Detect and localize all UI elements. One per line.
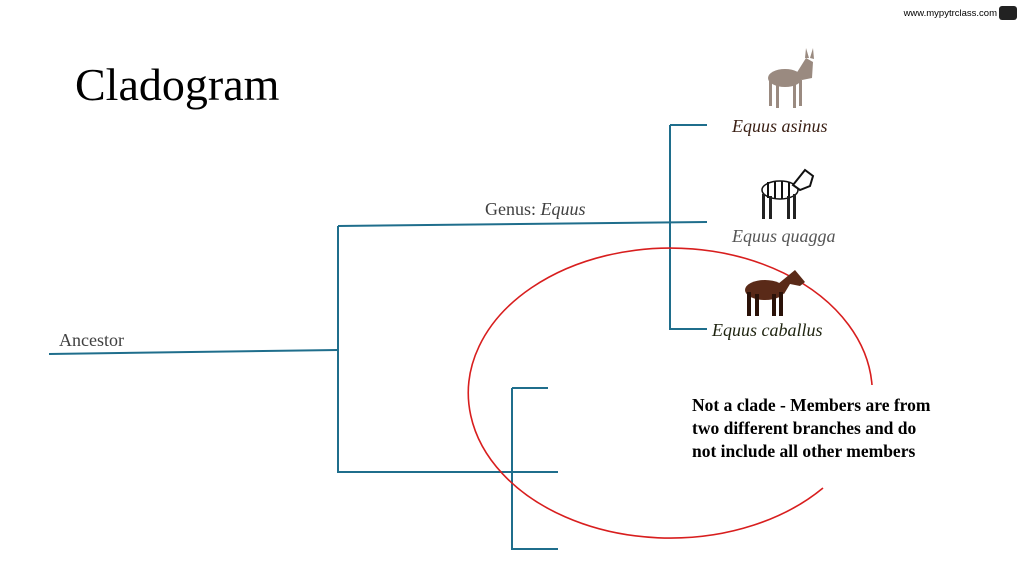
not-a-clade-note: Not a clade - Members are from two diffe… xyxy=(692,395,931,461)
species-equus-caballus: Equus caballus xyxy=(712,320,823,340)
species-equus-asinus: Equus asinus xyxy=(732,116,828,136)
ancestor-branch xyxy=(48,349,339,355)
horse-icon xyxy=(745,270,805,316)
zebra-icon xyxy=(761,168,815,219)
page-title: Cladogram xyxy=(75,59,280,110)
genus-name: Equus xyxy=(540,199,586,219)
ancestor-label: Ancestor xyxy=(59,330,124,350)
equus-branch xyxy=(337,221,708,227)
genus-label: Genus: Equus xyxy=(485,199,586,220)
site-logo: www.mypytrclass.com xyxy=(904,6,1017,20)
genus-prefix: Genus: xyxy=(485,199,541,219)
species-equus-quagga: Equus quagga xyxy=(732,226,836,246)
logo-mark-icon xyxy=(999,6,1017,20)
donkey-icon xyxy=(768,48,814,108)
logo-text: www.mypytrclass.com xyxy=(903,7,997,19)
